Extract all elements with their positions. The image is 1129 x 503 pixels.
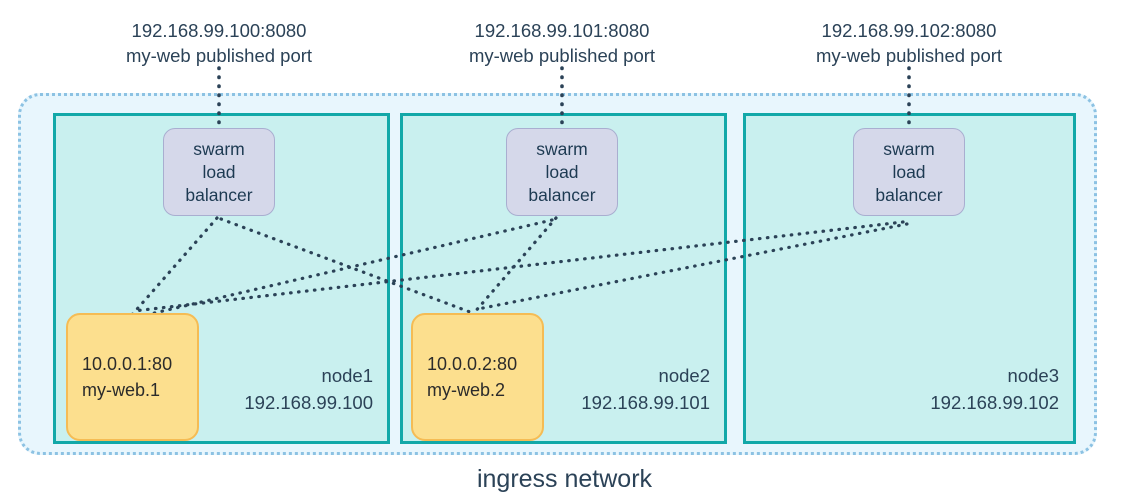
node-caption-node3: node3 192.168.99.102 bbox=[930, 362, 1059, 416]
lb-line-2: load bbox=[202, 161, 236, 182]
node-caption-node1: node1 192.168.99.100 bbox=[244, 362, 373, 416]
lb-line-1: swarm bbox=[193, 138, 245, 159]
swarm-load-balancer-node3: swarm load balancer bbox=[853, 128, 965, 216]
lb-line-3: balancer bbox=[528, 184, 596, 205]
node-ip: 192.168.99.101 bbox=[581, 392, 710, 413]
published-port-label-node1: 192.168.99.100:8080 my-web published por… bbox=[123, 18, 315, 68]
service-task-my-web-1: 10.0.0.1:80 my-web.1 bbox=[66, 313, 199, 441]
ingress-network-label: ingress network bbox=[476, 465, 653, 493]
node-ip: 192.168.99.102 bbox=[930, 392, 1059, 413]
published-port-description: my-web published port bbox=[815, 45, 1003, 66]
task-name: my-web.1 bbox=[82, 380, 161, 400]
lb-line-3: balancer bbox=[875, 184, 943, 205]
published-port-label-node3: 192.168.99.102:8080 my-web published por… bbox=[813, 18, 1005, 68]
published-port-address: 192.168.99.101:8080 bbox=[474, 20, 650, 41]
node-name: node1 bbox=[321, 365, 373, 386]
node-name: node2 bbox=[658, 365, 710, 386]
lb-line-2: load bbox=[545, 161, 579, 182]
node-name: node3 bbox=[1007, 365, 1059, 386]
published-port-address: 192.168.99.102:8080 bbox=[821, 20, 997, 41]
task-name: my-web.2 bbox=[427, 380, 506, 400]
swarm-load-balancer-node1: swarm load balancer bbox=[163, 128, 275, 216]
task-address: 10.0.0.1:80 bbox=[82, 354, 173, 374]
published-port-address: 192.168.99.100:8080 bbox=[131, 20, 307, 41]
lb-line-1: swarm bbox=[883, 138, 935, 159]
service-task-my-web-2: 10.0.0.2:80 my-web.2 bbox=[411, 313, 544, 441]
lb-line-2: load bbox=[892, 161, 926, 182]
node-ip: 192.168.99.100 bbox=[244, 392, 373, 413]
lb-line-1: swarm bbox=[536, 138, 588, 159]
lb-line-3: balancer bbox=[185, 184, 253, 205]
published-port-description: my-web published port bbox=[125, 45, 313, 66]
swarm-load-balancer-node2: swarm load balancer bbox=[506, 128, 618, 216]
published-port-description: my-web published port bbox=[468, 45, 656, 66]
task-address: 10.0.0.2:80 bbox=[427, 354, 518, 374]
published-port-label-node2: 192.168.99.101:8080 my-web published por… bbox=[466, 18, 658, 68]
node-caption-node2: node2 192.168.99.101 bbox=[581, 362, 710, 416]
